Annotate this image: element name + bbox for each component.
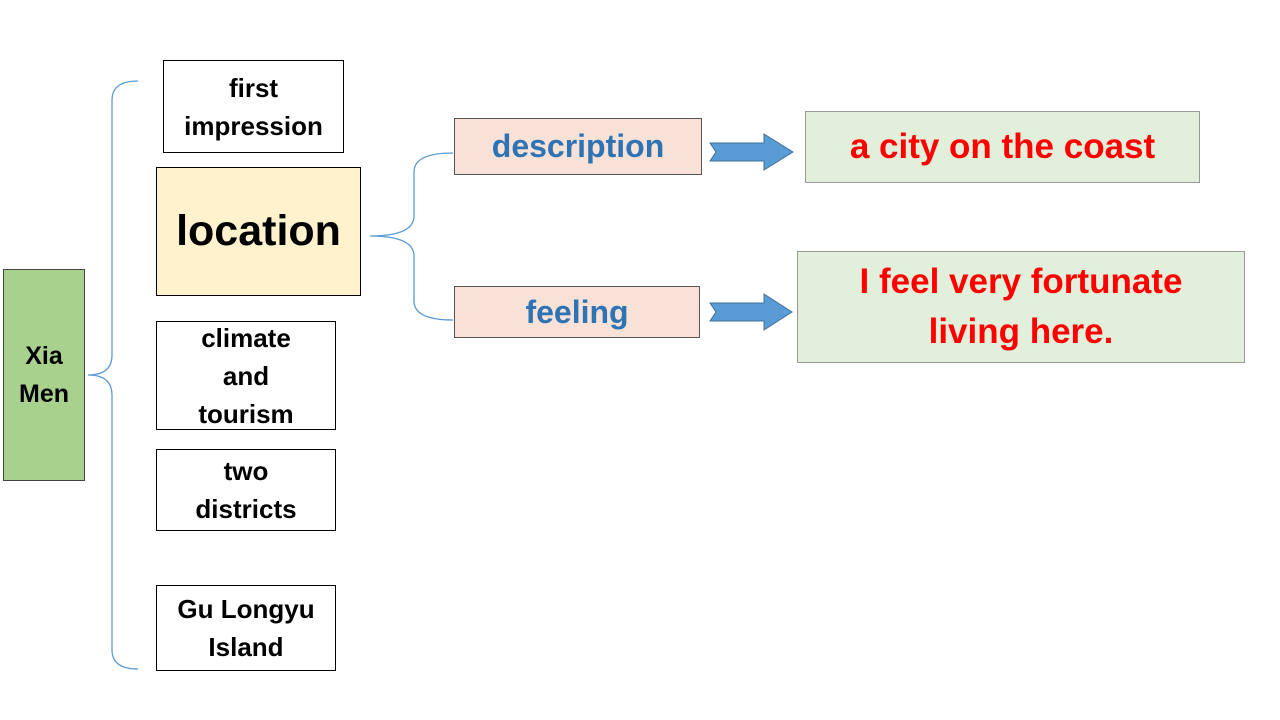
root-brace [87,80,139,670]
arrow-description [709,133,794,171]
result-feeling-line2: living here. [928,312,1114,351]
topic-districts-line1: two [223,456,269,486]
topic-location-label: location [176,207,341,255]
topic-climate-and-tourism: climate and tourism [156,321,336,430]
topic-first-impression-line1: first [228,72,279,103]
branch-description: description [454,118,702,175]
arrow-feeling [709,293,793,331]
result-description: a city on the coast [805,111,1200,183]
topic-districts-line2: districts [195,494,297,524]
root-label-line1: Xia [25,342,63,370]
root-label-line2: Men [19,380,69,408]
location-brace [369,152,454,321]
branch-description-label: description [491,128,665,164]
result-feeling-line1: I feel very fortunate [859,262,1183,301]
root-node-xia-men: Xia Men [3,269,85,481]
topic-climate-line2: and [222,360,270,391]
result-feeling: I feel very fortunate living here. [797,251,1245,363]
topic-first-impression: first impression [163,60,344,153]
topic-two-districts: two districts [156,449,336,531]
branch-feeling: feeling [454,286,700,338]
topic-location: location [156,167,361,296]
topic-climate-line1: climate [201,322,291,353]
topic-first-impression-line2: impression [184,110,323,141]
topic-climate-line3: tourism [198,398,294,429]
result-description-text: a city on the coast [849,127,1156,166]
branch-feeling-label: feeling [525,293,629,330]
topic-island-line1: Gu Longyu [177,594,315,624]
topic-gu-longyu-island: Gu Longyu Island [156,585,336,671]
topic-island-line2: Island [208,632,284,662]
